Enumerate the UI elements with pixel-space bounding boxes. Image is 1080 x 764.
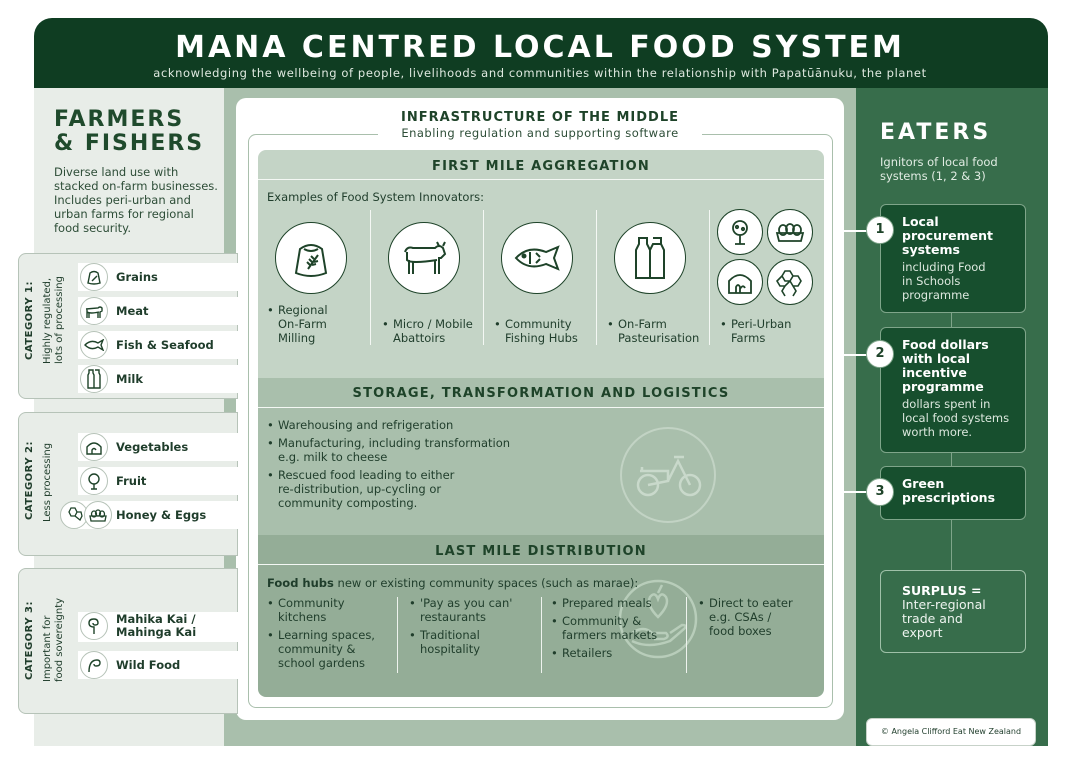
greenhouse-icon xyxy=(717,259,763,305)
last-mile-learning-spaces: Learning spaces,community &school garden… xyxy=(267,628,375,670)
last-mile-section: LAST MILE DISTRIBUTION Food hubs new or … xyxy=(258,535,824,697)
honeycomb-icon xyxy=(767,259,813,305)
first-mile-intro: Examples of Food System Innovators: xyxy=(267,190,485,204)
koru-icon xyxy=(80,612,108,640)
category-item-meat: Meat xyxy=(78,297,238,325)
grain-sack-icon xyxy=(80,263,108,291)
storage-heading: STORAGE, TRANSFORMATION AND LOGISTICS xyxy=(352,386,730,401)
milk-bottles-icon xyxy=(80,365,108,393)
fern-icon xyxy=(80,651,108,679)
storage-bullet-rescued-food: Rescued food leading to eitherre-distrib… xyxy=(267,468,454,510)
category-item-wild-food: Wild Food xyxy=(78,651,238,679)
category-item-milk: Milk xyxy=(78,365,238,393)
storage-section: STORAGE, TRANSFORMATION AND LOGISTICS Wa… xyxy=(258,378,824,535)
number-badge-3: 3 xyxy=(866,478,894,506)
eaters-title: EATERS xyxy=(880,120,992,145)
cow-icon xyxy=(80,297,108,325)
first-mile-section: FIRST MILE AGGREGATION Examples of Food … xyxy=(258,150,824,378)
page-subtitle: acknowledging the wellbeing of people, l… xyxy=(153,66,927,80)
category-item-fruit: Fruit xyxy=(78,467,238,495)
infrastructure-subtitle: Enabling regulation and supporting softw… xyxy=(401,126,679,140)
category-item-grains: Grains xyxy=(78,263,238,291)
egg-carton-icon xyxy=(767,209,813,255)
vegetable-plant-icon xyxy=(80,433,108,461)
last-mile-markets: Community &farmers markets xyxy=(551,614,657,642)
cow-icon xyxy=(388,222,460,294)
last-mile-heading: LAST MILE DISTRIBUTION xyxy=(435,544,647,559)
last-mile-retailers: Retailers xyxy=(551,646,612,660)
egg-carton-icon xyxy=(84,501,112,529)
farmers-title: FARMERS & FISHERS xyxy=(54,107,205,156)
farmers-description: Diverse land use with stacked on-farm bu… xyxy=(54,165,218,235)
storage-bullet-warehousing: Warehousing and refrigeration xyxy=(267,418,453,432)
category-2-label: CATEGORY 2: xyxy=(24,441,35,520)
category-item-honey-eggs: Honey & Eggs xyxy=(60,501,238,529)
page-title: MANA CENTRED LOCAL FOOD SYSTEM xyxy=(175,30,905,65)
fish-icon xyxy=(80,331,108,359)
storage-bullet-manufacturing: Manufacturing, including transformatione… xyxy=(267,436,510,464)
number-badge-2: 2 xyxy=(866,340,894,368)
credit-label: © Angela Clifford Eat New Zealand xyxy=(866,718,1036,746)
infrastructure-title: INFRASTRUCTURE OF THE MIDDLE xyxy=(401,110,679,125)
category-3-label: CATEGORY 3: xyxy=(24,601,35,680)
fish-icon xyxy=(501,222,573,294)
category-2-note: Less processing xyxy=(42,442,53,522)
grain-sack-icon xyxy=(275,222,347,294)
category-1-label: CATEGORY 1: xyxy=(24,281,35,360)
eaters-description: Ignitors of local food systems (1, 2 & 3… xyxy=(880,155,998,183)
honeycomb-icon xyxy=(60,501,88,529)
number-badge-1: 1 xyxy=(866,216,894,244)
last-mile-prepared-meals: Prepared meals xyxy=(551,596,652,610)
category-1-note: Highly regulated,lots of processing xyxy=(42,276,65,364)
last-mile-pay-as-you-can: 'Pay as you can'restaurants xyxy=(409,596,512,624)
cargo-bike-icon xyxy=(620,427,716,523)
category-item-vegetables: Vegetables xyxy=(78,433,238,461)
fruit-tree-icon xyxy=(80,467,108,495)
milk-bottles-icon xyxy=(614,222,686,294)
category-item-fish-seafood: Fish & Seafood xyxy=(78,331,238,359)
food-hubs-intro: Food hubs new or existing community spac… xyxy=(267,576,639,590)
category-item-mahika-kai: Mahika Kai /Mahinga Kai xyxy=(78,612,238,642)
first-mile-heading: FIRST MILE AGGREGATION xyxy=(432,159,650,174)
fruit-tree-icon xyxy=(717,209,763,255)
